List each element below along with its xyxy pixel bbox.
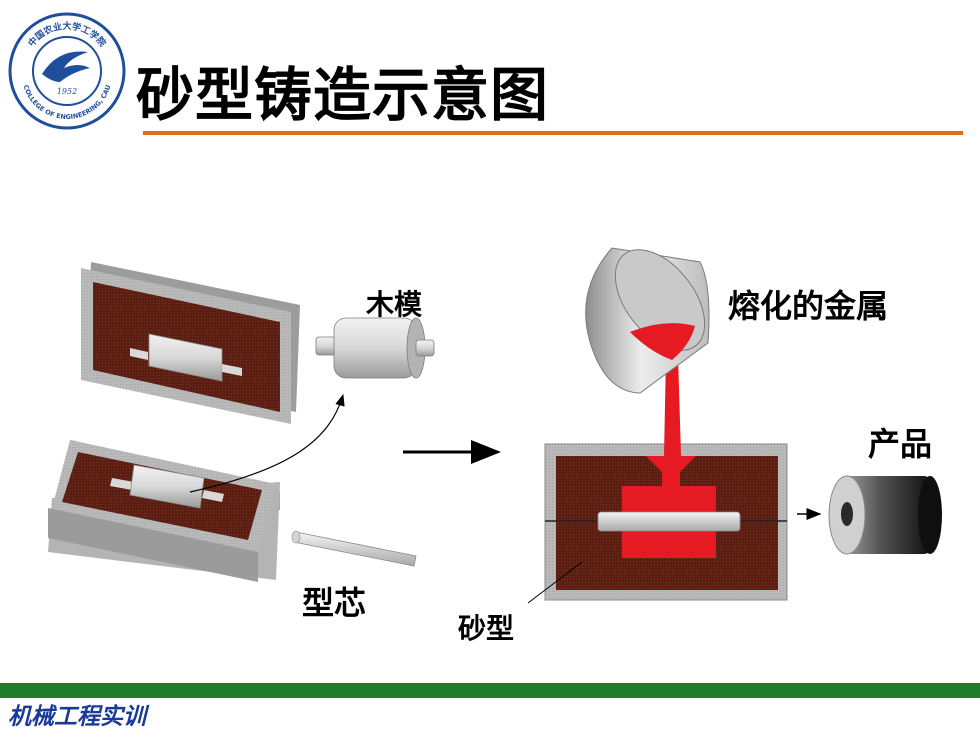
title-underline [143, 131, 963, 135]
logo-wing-mark [42, 51, 90, 82]
label-core: 型芯 [302, 584, 366, 622]
logo-year: 1952 [57, 87, 77, 96]
footer-bar [0, 683, 980, 698]
label-molten-metal: 熔化的金属 [728, 287, 888, 325]
pattern-leader-curve [189, 393, 345, 493]
upper-mold-half [81, 262, 300, 424]
label-sand-mold: 砂型 [458, 612, 514, 645]
label-product: 产品 [868, 425, 932, 463]
assembled-sand-mold [544, 443, 788, 601]
sand-label-leader [527, 561, 583, 604]
pouring-basin [646, 456, 696, 486]
college-logo: 中国农业大学工学院 COLLEGE OF ENGINEERING, CAU 19… [8, 12, 126, 130]
core-rod [291, 530, 417, 567]
cast-product [828, 475, 942, 555]
pouring-ladle [585, 247, 710, 394]
lower-cavity-pattern [110, 464, 224, 509]
lower-mold-half [48, 440, 280, 582]
page-title: 砂型铸造示意图 [136, 61, 550, 129]
footer-course-name: 机械工程实训 [8, 703, 146, 730]
mold-core [597, 511, 741, 532]
upper-cavity-pattern [130, 333, 242, 382]
wood-pattern-model [315, 317, 435, 379]
molten-metal-stream [664, 355, 681, 456]
label-wood-pattern: 木模 [365, 288, 423, 321]
